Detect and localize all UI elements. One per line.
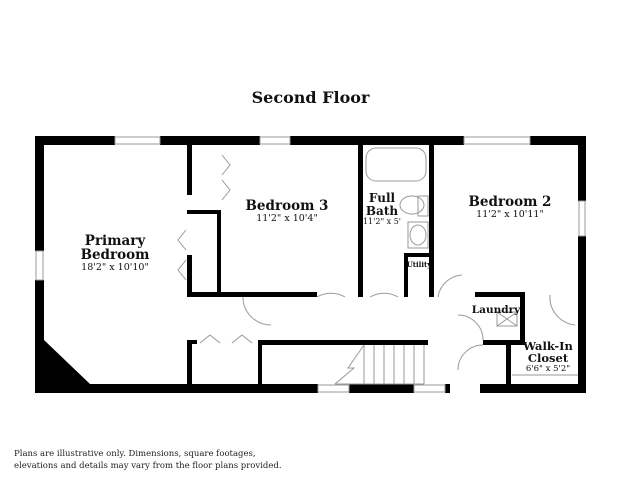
room-dimensions: 6'6" x 5'2" [525,364,571,375]
fixtures [35,136,586,393]
room-bedroom-2: Bedroom 2 11'2" x 10'11" [455,195,565,220]
floor-title: Second Floor [251,88,370,107]
room-dimensions: 11'2" x 10'4" [256,213,318,225]
room-name-line1: Primary [84,233,146,249]
room-dimensions: 11'2" x 10'11" [476,209,544,221]
disclaimer-line1: Plans are illustrative only. Dimensions,… [14,449,256,459]
disclaimer-line2: elevations and details may vary from the… [14,461,282,471]
room-primary-bedroom: Primary Bedroom 18'2" x 10'10" [65,234,165,273]
room-name-line1: Full [368,191,396,205]
disclaimer: Plans are illustrative only. Dimensions,… [14,448,282,472]
walls [35,136,586,393]
room-name: Utility [406,260,432,269]
room-name-line2: Bedroom [80,247,150,264]
room-name: Bedroom 3 [245,198,329,214]
room-name-line1: Walk-In [523,339,573,353]
room-name: Bedroom 2 [468,194,552,210]
room-name-line2: Closet [527,351,569,366]
room-name: Laundry [471,304,521,316]
room-name-line2: Bath [365,203,399,218]
room-full-bath: Full Bath 11'2" x 5' [362,192,402,227]
room-walk-in-closet: Walk-In Closet 6'6" x 5'2" [518,340,578,374]
room-utility: Utility [406,261,432,268]
room-dimensions: 11'2" x 5' [362,217,402,227]
room-dimensions: 18'2" x 10'10" [81,262,149,274]
room-laundry: Laundry [470,304,522,316]
room-bedroom-3: Bedroom 3 11'2" x 10'4" [232,199,342,224]
